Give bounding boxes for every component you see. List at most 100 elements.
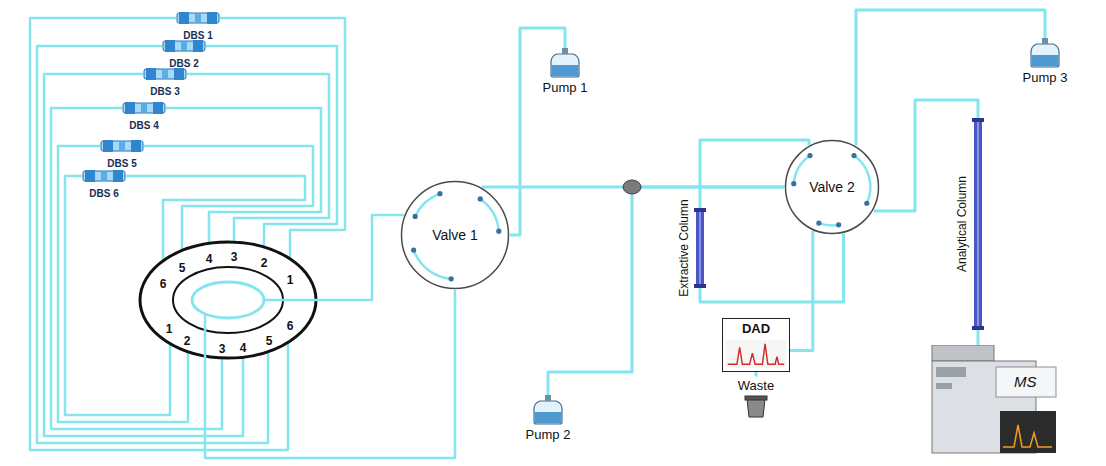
reservoir-bottle <box>1032 55 1059 66</box>
port-number: 5 <box>266 334 273 348</box>
port-number: 3 <box>219 342 226 356</box>
reservoir-bottle <box>535 412 562 423</box>
node-label: Extractive Column <box>677 199 691 296</box>
ms-drawing <box>930 345 1060 458</box>
reservoir-bottle <box>552 65 579 76</box>
cartridge-icon <box>165 40 175 52</box>
valve-body <box>411 247 416 252</box>
valve-body <box>864 201 869 206</box>
valve-body <box>415 194 440 217</box>
valve-body <box>449 276 454 281</box>
cartridge-icon <box>177 13 219 23</box>
bin-icon <box>743 394 769 418</box>
cartridge-icon <box>176 11 220 25</box>
column-tube <box>971 118 985 330</box>
node-label: Analytical Column <box>955 176 969 272</box>
dbs-cartridge: DBS 2 <box>162 39 206 71</box>
dbs-cartridge: DBS 6 <box>82 169 126 201</box>
valve-body <box>816 220 821 225</box>
cartridge-icon <box>179 12 189 24</box>
dbs-cartridge: DBS 1 <box>176 11 220 43</box>
cartridge-icon <box>101 172 107 180</box>
node-label: Waste <box>738 378 774 394</box>
column: Analytical Column <box>971 118 985 330</box>
chromatogram <box>726 340 786 368</box>
tubing-connector <box>790 231 813 350</box>
ms-drawing <box>1000 411 1056 453</box>
cartridge-icon <box>113 170 123 182</box>
dad-detector: DAD <box>722 318 790 372</box>
reservoir-bottle <box>548 48 582 78</box>
valve-body <box>836 222 841 227</box>
port-number: 3 <box>231 250 238 264</box>
valve-body <box>478 196 483 201</box>
column-label-box: Extractive Column <box>674 199 688 296</box>
valve-body <box>480 199 499 231</box>
node-label: DBS 6 <box>89 188 118 200</box>
cartridge-icon <box>174 68 184 80</box>
pump-reservoir: Pump 3 <box>1021 38 1070 86</box>
node-label: DBS 5 <box>107 158 136 170</box>
tubing-connector <box>548 187 784 395</box>
cartridge-icon <box>141 104 147 112</box>
node-label: Pump 1 <box>543 80 588 96</box>
cartridge-icon <box>83 171 125 181</box>
cartridge-icon <box>143 67 187 81</box>
cartridge-icon <box>125 102 135 114</box>
pump-reservoir: Pump 1 <box>541 48 590 96</box>
cartridge-icon <box>162 39 206 53</box>
node-label: Valve 2 <box>784 139 880 235</box>
switching-valve: Valve 1 <box>400 180 510 290</box>
ms-drawing <box>932 345 994 361</box>
valve-body <box>413 214 418 219</box>
ms-instrument: MS <box>930 345 1060 458</box>
valve-body <box>851 153 856 158</box>
reservoir-bottle <box>1028 38 1062 68</box>
reservoir-bottle <box>534 401 562 424</box>
port-number: 6 <box>287 319 294 333</box>
cartridge-icon <box>103 140 113 152</box>
reservoir-bottle <box>1042 38 1048 44</box>
dbs-cartridge: DBS 3 <box>143 67 187 99</box>
tubing-connector <box>977 330 980 345</box>
selector-valve <box>192 282 264 318</box>
node-label: Pump 2 <box>526 427 571 443</box>
cartridge-icon <box>153 102 163 114</box>
ms-drawing <box>936 383 952 389</box>
tee-junction <box>623 180 641 194</box>
port-number: 1 <box>166 322 173 336</box>
port-number: 6 <box>160 277 167 291</box>
port-number-box: 3 <box>231 247 238 265</box>
valve-body <box>819 223 839 225</box>
cartridge-icon <box>144 69 186 79</box>
cartridge-icon <box>82 169 126 183</box>
valve-body <box>414 250 452 279</box>
cartridge-icon <box>207 12 217 24</box>
column: Extractive Column <box>693 208 707 288</box>
port-number-box: 2 <box>184 331 191 349</box>
port-number: 4 <box>240 341 247 355</box>
node-label: Pump 3 <box>1023 70 1068 86</box>
cartridge-icon <box>131 140 141 152</box>
port-number: 2 <box>184 334 191 348</box>
reservoir-bottle <box>531 395 565 425</box>
cartridge-icon <box>181 42 187 50</box>
column-tube <box>699 211 701 285</box>
cartridge-icon <box>162 70 168 78</box>
valve-body <box>807 153 812 158</box>
cartridge-icon <box>195 14 201 22</box>
port-number-box: 5 <box>266 331 273 349</box>
cartridge-icon <box>85 170 95 182</box>
valve-body <box>437 191 442 196</box>
cartridge-icon <box>119 142 125 150</box>
reservoir-bottle <box>551 54 579 77</box>
port-number-box: 4 <box>240 338 247 356</box>
port-number: 2 <box>261 256 268 270</box>
reservoir-bottle <box>545 395 551 401</box>
cartridge-icon <box>193 40 203 52</box>
cartridge-icon <box>163 41 205 51</box>
valve-body <box>791 181 796 186</box>
pump-reservoir: Pump 2 <box>524 395 573 443</box>
port-number-box: 4 <box>206 249 213 267</box>
